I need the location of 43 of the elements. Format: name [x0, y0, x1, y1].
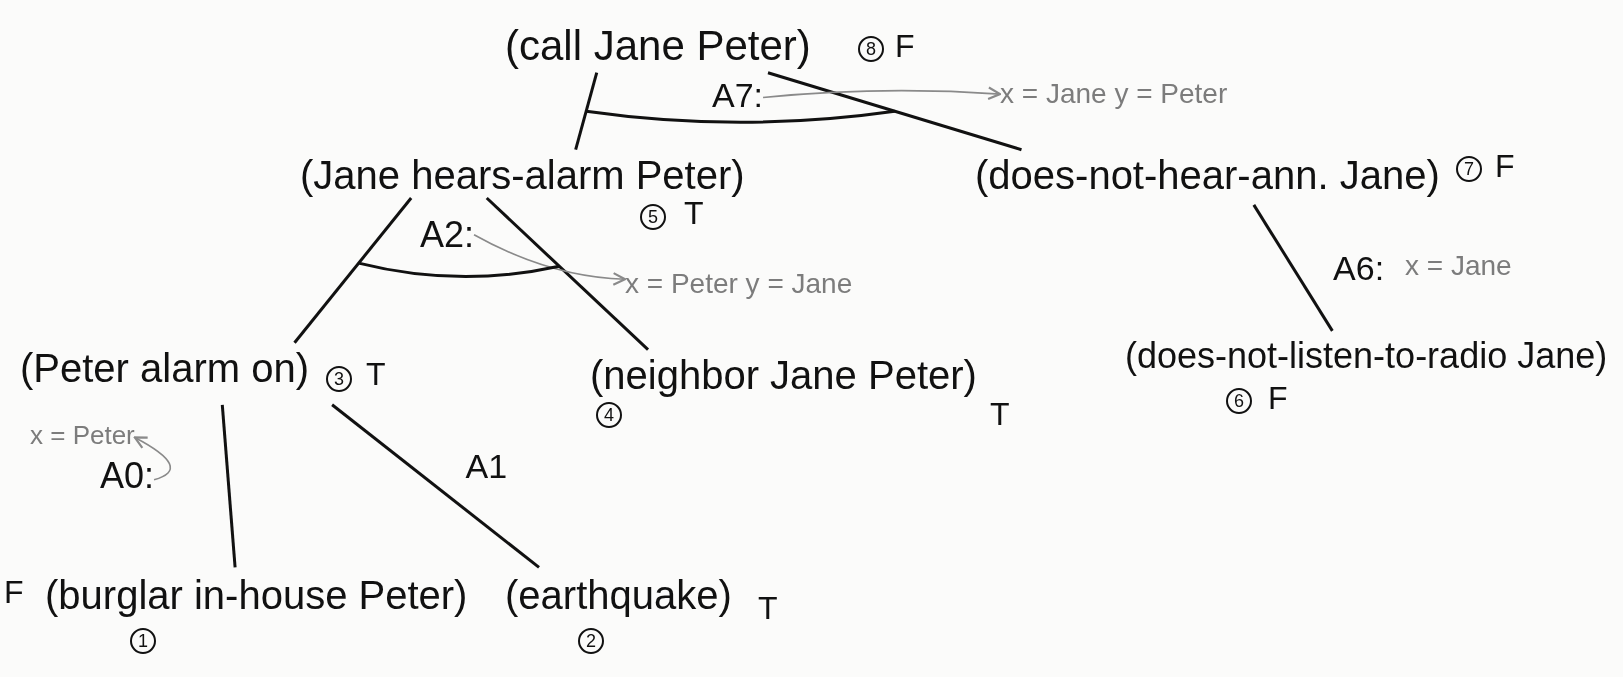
truth-value: T — [990, 398, 1010, 430]
variable-binding: x = Jane y = Peter — [1000, 78, 1228, 111]
circled-step-number: 3 — [326, 366, 352, 392]
truth-value: T — [758, 592, 778, 624]
variable-binding: x = Jane — [1405, 250, 1512, 282]
annotation-arrow — [473, 233, 627, 286]
proposition-text: (burglar in-house Peter) — [45, 572, 468, 618]
truth-value: T — [684, 197, 704, 229]
truth-value: F — [895, 30, 915, 62]
circled-step-number: 6 — [1226, 388, 1252, 414]
proposition-text: (Peter alarm on) — [20, 345, 309, 391]
proposition-text: (does-not-listen-to-radio Jane) — [1125, 335, 1608, 377]
rule-label: A6: — [1333, 250, 1385, 285]
truth-value: F — [1268, 382, 1288, 414]
tree-branch-line — [220, 404, 237, 568]
variable-binding: x = Peter — [30, 421, 135, 451]
proposition-text: (neighbor Jane Peter) — [590, 352, 977, 398]
variable-binding: x = Peter y = Jane — [625, 268, 853, 301]
circled-step-number: 4 — [596, 402, 622, 428]
annotation-arrow — [762, 86, 1002, 101]
tree-branch-line — [767, 71, 1022, 152]
proposition-text: (Jane hears-alarm Peter) — [300, 152, 745, 198]
tree-branch-line — [1252, 204, 1334, 332]
rule-label: A0: — [100, 455, 155, 497]
circled-step-number: 7 — [1456, 156, 1482, 182]
rule-label: A7: — [712, 76, 764, 116]
circled-step-number: 1 — [130, 628, 156, 654]
circled-step-number: 8 — [858, 36, 884, 62]
truth-value: F — [4, 576, 24, 608]
rule-label: A2: — [420, 214, 475, 256]
tree-branch-line — [331, 403, 540, 569]
tree-branch-line — [574, 72, 599, 151]
proposition-text: (call Jane Peter) — [505, 22, 811, 71]
truth-value: F — [1495, 150, 1515, 182]
rule-label: A1 — [465, 449, 508, 484]
tree-branch-line — [485, 196, 650, 351]
proposition-text: (earthquake) — [505, 572, 732, 618]
tree-branch-line — [293, 197, 413, 344]
proposition-text: (does-not-hear-ann. Jane) — [975, 152, 1440, 198]
annotation-arrow — [133, 436, 172, 481]
circled-step-number: 2 — [578, 628, 604, 654]
circled-step-number: 5 — [640, 204, 666, 230]
truth-value: T — [366, 358, 386, 390]
